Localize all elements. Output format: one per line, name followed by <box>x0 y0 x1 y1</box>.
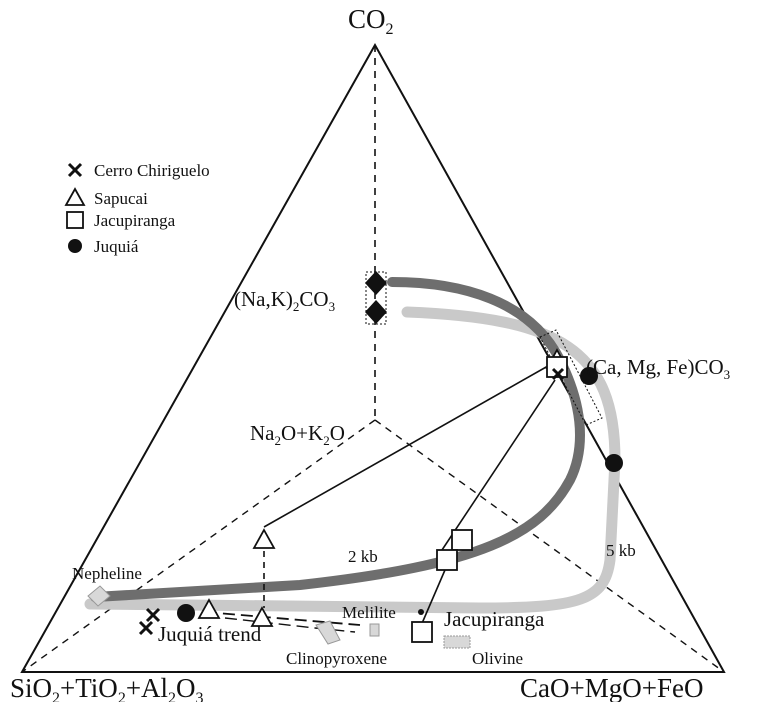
diamond-marker <box>365 300 387 324</box>
sapucai-marker <box>252 528 276 549</box>
sapucai-marker <box>250 606 274 627</box>
label-melilite: Melilite <box>342 603 396 622</box>
label-alkali-carbonate: (Na,K)2CO3 <box>234 287 335 314</box>
cerro-chiriguelo-marker <box>145 607 161 623</box>
label-olivine: Olivine <box>472 649 523 668</box>
juquia-trend-line <box>204 611 361 626</box>
tieline-sapucai-upper <box>263 361 556 528</box>
legend-label-juquia: Juquiá <box>94 237 139 256</box>
sapucai-marker <box>197 598 221 619</box>
legend: Cerro Chiriguelo Sapucai Jacupiranga Juq… <box>64 161 210 256</box>
x-icon <box>67 162 83 178</box>
clinopyroxene-shape <box>315 620 341 645</box>
alkali-to-right-dashed-line <box>374 419 725 673</box>
circle-icon <box>68 239 82 253</box>
label-juquia-trend: Juquiá trend <box>158 622 262 646</box>
jacupiranga-marker <box>436 549 458 571</box>
legend-label-jacupiranga: Jacupiranga <box>94 211 176 230</box>
nepheline-shape <box>87 585 111 607</box>
cerro-chiriguelo-marker <box>138 620 154 636</box>
triangle-icon <box>64 187 86 206</box>
juquia-marker <box>605 454 623 472</box>
apex-label-co2: CO2 <box>348 4 394 38</box>
juquia-marker <box>177 604 195 622</box>
square-icon <box>66 211 84 229</box>
diamond-marker <box>365 271 387 295</box>
label-5kb: 5 kb <box>606 541 636 560</box>
label-ca-mg-fe-carbonate: (Ca, Mg, Fe)CO3 <box>586 355 730 382</box>
juquia-trend-line-2 <box>224 617 356 633</box>
legend-label-cerro-chiriguelo: Cerro Chiriguelo <box>94 161 210 180</box>
tieline-jacupiranga-upper <box>439 379 556 554</box>
small-dot-marker <box>418 609 424 615</box>
melilite-shape <box>369 623 380 637</box>
tieline-jacupiranga-lower <box>419 562 449 629</box>
jacupiranga-marker <box>451 529 473 551</box>
jacupiranga-marker <box>411 621 433 643</box>
label-nepheline: Nepheline <box>72 564 142 583</box>
ca-carbonate-dotted-box <box>539 329 603 426</box>
cerro-chiriguelo-marker <box>551 367 565 381</box>
label-jacupiranga: Jacupiranga <box>444 607 545 631</box>
legend-label-sapucai: Sapucai <box>94 189 148 208</box>
apex-label-silicate: SiO2+TiO2+Al2O3 <box>10 673 204 702</box>
curve-5kb <box>84 306 621 614</box>
label-2kb: 2 kb <box>348 547 378 566</box>
label-clinopyroxene: Clinopyroxene <box>286 649 387 668</box>
apex-label-cao-mgo-feo: CaO+MgO+FeO <box>520 673 703 702</box>
label-na2o-k2o: Na2O+K2O <box>250 421 345 448</box>
olivine-shape <box>443 635 471 649</box>
juquia-marker <box>580 367 598 385</box>
